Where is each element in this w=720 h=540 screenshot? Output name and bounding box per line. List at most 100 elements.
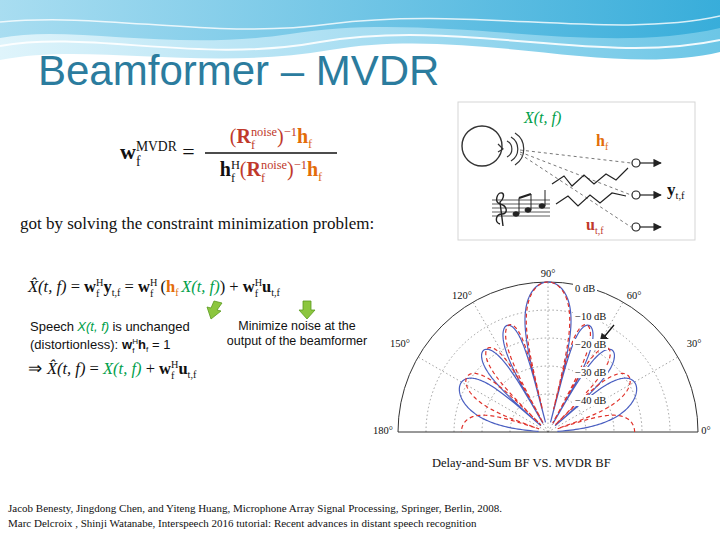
db-label: 0 dB: [573, 283, 597, 294]
body-text: got by solving the constraint minimizati…: [20, 214, 374, 233]
signal-label-group: X(t, f): [524, 108, 561, 127]
math-symbol: R: [236, 125, 250, 147]
fraction-bar: [205, 152, 337, 153]
reference-text: Marc Delcroix , Shinji Watanabe, Intersp…: [8, 517, 476, 529]
math-symbol: X(t, f): [103, 359, 142, 378]
annotation-text: f: [146, 345, 148, 354]
math-symbol: X(t, f): [103, 359, 142, 378]
math-symbol: f: [308, 137, 312, 151]
math-symbol: y: [103, 277, 111, 296]
signal-label: t,f: [676, 190, 685, 201]
angle-label-group: 180°: [371, 425, 395, 438]
angle-label: 0°: [699, 425, 712, 436]
math-symbol: =: [71, 277, 80, 296]
math-symbol: R: [236, 125, 250, 147]
math-symbol: w: [138, 277, 150, 296]
annotation-text: (distortionless):: [30, 337, 118, 352]
green-arrows: [207, 301, 315, 319]
math-symbol: w: [120, 139, 136, 164]
math-symbol: f: [255, 289, 262, 300]
signal-label: t,f: [595, 225, 604, 236]
math-symbol: w: [159, 359, 171, 378]
math-symbol: X(t, f): [181, 277, 220, 296]
math-symbol: X̂(t, f): [28, 277, 67, 296]
annotation-text: f: [146, 345, 148, 354]
reference-text: Jacob Benesty, Jingdong Chen, and Yiteng…: [8, 502, 502, 514]
math-symbol: (: [230, 125, 237, 147]
math-symbol: R: [247, 158, 261, 180]
db-label-group: −30 dB: [573, 367, 608, 380]
angle-label: 60°: [625, 290, 644, 301]
math-symbol-group: (Rnoisef)−1hf: [230, 124, 312, 152]
db-label: −40 dB: [573, 395, 608, 406]
math-symbol: +: [146, 359, 155, 378]
angle-label-group: 0°: [699, 425, 712, 438]
math-symbol: +: [229, 277, 238, 296]
annotation-text: (distortionless):: [30, 337, 118, 352]
math-symbol: −1: [294, 158, 307, 172]
annotation-text: f: [132, 347, 138, 355]
math-symbol: ): [287, 158, 294, 180]
reference-text-group: Jacob Benesty, Jingdong Chen, and Yiteng…: [8, 502, 502, 515]
annotation-text: = 1: [152, 337, 170, 352]
annotation-text: w: [122, 337, 132, 352]
math-symbol: X̂(t, f): [28, 277, 67, 296]
base-axis: [398, 432, 698, 433]
annotation-text: X(t, f): [77, 319, 109, 334]
signal-label-group: ut,f: [586, 215, 603, 234]
math-symbol: X̂(t, f): [47, 359, 86, 378]
db-ring: [398, 282, 698, 432]
signal-label: X(t, f): [524, 109, 561, 126]
signal-label: f: [605, 141, 608, 152]
annotation-text-group: (distortionless):wHfhf= 1: [30, 337, 171, 355]
db-label: −20 dB: [573, 339, 608, 350]
math-symbol: (: [161, 277, 167, 296]
math-symbol-group: X̂(t, f)=wHfyt,f=wHf(hfX(t, f))+wHfut,f: [28, 277, 280, 300]
math-symbol: ⇒: [28, 359, 42, 378]
annotation-text: is unchanged: [112, 319, 189, 334]
db-label: −30 dB: [573, 367, 608, 378]
math-symbol: ⇒: [28, 359, 42, 378]
signal-label: t,f: [595, 225, 604, 236]
math-symbol: ): [220, 277, 226, 296]
annotation-text: Speech: [30, 319, 74, 334]
math-symbol: f: [175, 287, 178, 298]
angle-label: 180°: [371, 425, 395, 436]
math-symbol-group: wMVDRf=: [120, 139, 200, 169]
math-symbol: −1: [284, 125, 297, 139]
annotation-text: Minimize noise at the output of the beam…: [227, 319, 367, 348]
math-symbol: (: [230, 125, 237, 147]
signal-label: f: [605, 141, 608, 152]
db-label-group: 0 dB: [573, 283, 597, 296]
math-symbol: noisef: [261, 159, 287, 185]
annotation-text: Minimize noise at the output of the beam…: [227, 319, 367, 348]
math-symbol: f: [171, 371, 178, 382]
math-symbol: +: [229, 277, 238, 296]
math-symbol: h: [297, 125, 308, 147]
math-symbol: X(t, f): [181, 277, 220, 296]
db-label: −20 dB: [573, 339, 608, 350]
annotation-text-group: SpeechX(t, f)is unchanged: [30, 319, 190, 335]
math-symbol-group: ⇒X̂(t, f)=X(t, f)+wHfut,f: [28, 359, 196, 382]
math-symbol: =: [125, 277, 134, 296]
db-label: −30 dB: [573, 367, 608, 378]
angle-label: 90°: [539, 268, 558, 279]
angle-label-group: 90°: [539, 268, 558, 281]
signal-label: t,f: [676, 190, 685, 201]
angle-spoke: [548, 282, 549, 432]
math-symbol: f: [318, 170, 322, 184]
angle-spoke: [548, 357, 678, 432]
signal-label: h: [596, 132, 605, 149]
math-symbol: Hf: [150, 278, 157, 299]
math-symbol: =: [125, 277, 134, 296]
math-symbol: h: [220, 158, 231, 180]
signal-label: y: [667, 180, 676, 199]
math-symbol: =: [182, 139, 194, 164]
math-symbol: h: [166, 277, 175, 296]
angle-label-group: 60°: [625, 290, 644, 303]
math-symbol: Hf: [231, 159, 240, 185]
math-symbol: (: [240, 158, 247, 180]
annotation-text: Hf: [132, 338, 138, 355]
angle-label-group: 120°: [450, 290, 474, 303]
math-symbol: w: [138, 277, 150, 296]
